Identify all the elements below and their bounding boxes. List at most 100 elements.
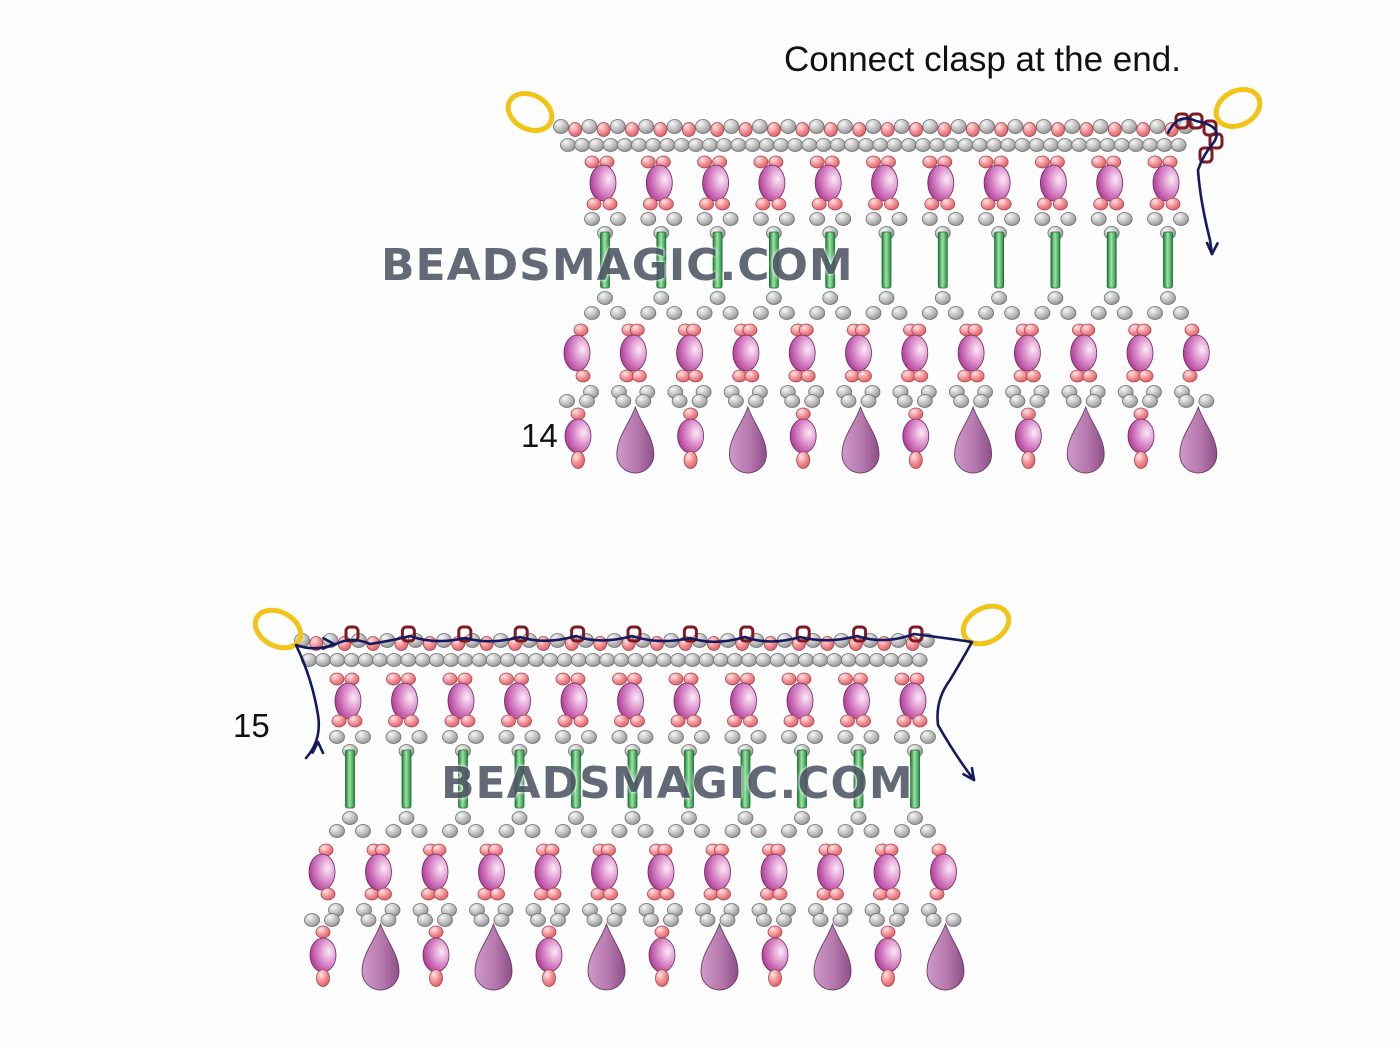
purple-drop-bead <box>813 922 852 991</box>
pink-seed-bead <box>852 122 867 137</box>
gray-seed-bead <box>640 212 657 226</box>
pink-seed-bead <box>499 672 514 686</box>
gray-seed-bead <box>1099 138 1116 152</box>
gray-seed-bead <box>640 306 657 320</box>
gray-seed-bead <box>304 913 320 927</box>
gray-seed-bead <box>921 212 938 226</box>
gray-seed-bead <box>342 811 358 825</box>
gray-seed-bead <box>751 119 768 134</box>
pink-seed-bead <box>681 122 696 137</box>
gray-seed-bead <box>716 138 733 152</box>
gray-seed-bead <box>568 811 584 825</box>
gray-seed-bead <box>553 119 569 134</box>
gray-seed-bead <box>889 913 905 927</box>
gray-seed-bead <box>668 824 684 838</box>
pink-seed-bead <box>593 636 608 651</box>
pink-seed-bead <box>640 155 656 169</box>
gray-seed-bead <box>925 913 942 927</box>
gray-seed-bead <box>609 119 626 134</box>
gray-seed-bead <box>891 306 908 320</box>
gray-seed-bead <box>1065 394 1082 408</box>
purple-crystal-bead <box>560 682 588 720</box>
gray-seed-bead <box>1198 394 1215 408</box>
gray-seed-bead <box>555 824 571 838</box>
pink-seed-bead <box>912 714 928 728</box>
pink-seed-bead <box>688 369 703 383</box>
pink-seed-bead <box>880 122 895 137</box>
pink-seed-bead <box>612 672 627 686</box>
gray-seed-bead <box>1064 119 1081 134</box>
gray-seed-bead <box>945 913 962 927</box>
gray-seed-bead <box>457 653 474 667</box>
gray-seed-bead <box>943 138 960 152</box>
gray-seed-bead <box>530 913 546 927</box>
gray-seed-bead <box>666 119 683 134</box>
pink-seed-bead <box>1147 155 1163 169</box>
gray-seed-bead <box>1009 394 1026 408</box>
pink-seed-bead <box>517 714 532 728</box>
gray-seed-bead <box>385 730 402 744</box>
purple-crystal-bead <box>365 853 392 891</box>
clasp-ring-icon <box>960 603 1012 647</box>
gray-seed-bead <box>355 730 371 744</box>
pink-seed-bead <box>743 714 758 728</box>
pink-seed-bead <box>940 197 956 211</box>
pink-seed-bead <box>767 122 781 137</box>
gray-seed-bead <box>559 394 575 408</box>
pink-seed-bead <box>1035 155 1050 169</box>
gray-seed-bead <box>826 653 843 667</box>
pink-seed-bead <box>755 197 771 211</box>
gray-seed-bead <box>1060 306 1077 320</box>
pink-seed-bead <box>1022 122 1037 137</box>
gray-seed-bead <box>896 394 913 408</box>
purple-crystal-bead <box>788 334 816 372</box>
gray-seed-bead <box>1147 212 1163 226</box>
gray-seed-bead <box>653 291 670 305</box>
gray-seed-bead <box>728 394 744 408</box>
gray-seed-bead <box>1035 119 1052 134</box>
pink-seed-bead <box>753 155 769 169</box>
purple-crystal-bead <box>899 682 927 720</box>
pink-seed-bead <box>855 323 870 337</box>
gray-seed-bead <box>807 824 823 838</box>
gray-seed-bead <box>1029 394 1046 408</box>
dark-red-seed-bead <box>682 625 698 643</box>
pink-seed-bead <box>429 969 443 987</box>
purple-crystal-bead <box>1040 164 1067 202</box>
gray-seed-bead <box>1128 138 1144 152</box>
purple-crystal-bead <box>786 682 814 720</box>
watermark-text: BEADSMAGIC.COM <box>381 240 854 291</box>
pink-seed-bead <box>603 887 618 901</box>
green-bugle-bead <box>401 749 412 809</box>
purple-crystal-bead <box>648 937 676 973</box>
purple-drop-bead <box>1179 405 1218 474</box>
gray-seed-bead <box>863 730 880 744</box>
purple-crystal-bead <box>589 164 617 202</box>
gray-seed-bead <box>869 653 885 667</box>
gray-seed-bead <box>850 811 867 825</box>
pink-seed-bead <box>546 887 562 901</box>
purple-crystal-bead <box>676 334 703 372</box>
pink-seed-bead <box>1024 323 1039 337</box>
gray-seed-bead <box>414 653 431 667</box>
gray-seed-bead <box>897 653 914 667</box>
gray-seed-bead <box>1142 138 1159 152</box>
gray-seed-bead <box>787 138 804 152</box>
pink-seed-bead <box>1053 197 1068 211</box>
pink-seed-bead <box>315 925 331 939</box>
pink-seed-bead <box>924 197 940 211</box>
gray-seed-bead <box>865 306 882 320</box>
gray-seed-bead <box>524 824 541 838</box>
purple-crystal-bead <box>930 853 957 891</box>
pink-seed-bead <box>768 969 782 987</box>
pink-seed-bead <box>965 122 980 137</box>
gray-seed-bead <box>957 138 974 152</box>
pink-seed-bead <box>1149 197 1165 211</box>
pink-seed-bead <box>1109 197 1125 211</box>
pink-seed-bead <box>868 197 883 211</box>
gray-seed-bead <box>1149 119 1166 134</box>
pink-seed-bead <box>658 197 674 211</box>
pink-seed-bead <box>911 323 927 337</box>
gray-seed-bead <box>844 138 860 152</box>
gray-seed-bead <box>528 653 545 667</box>
